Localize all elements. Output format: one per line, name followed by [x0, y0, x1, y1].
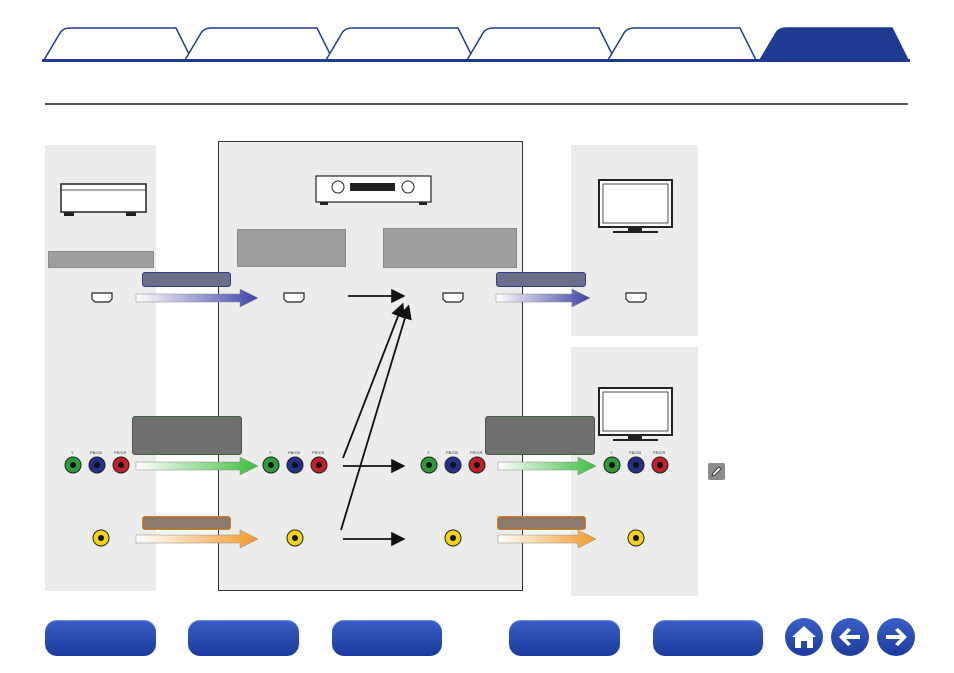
composite-signal-arrow	[135, 529, 259, 549]
jack-label-pr: PR/CR	[653, 450, 666, 455]
tv-hdmi-panel	[571, 145, 698, 336]
composite-jack-icon	[286, 529, 304, 547]
tab-5[interactable]	[606, 27, 758, 61]
source-device-panel	[45, 145, 156, 591]
hdmi-jack-icon	[91, 292, 113, 303]
back-button[interactable]	[831, 618, 869, 656]
component-jack-icon	[262, 456, 328, 474]
hdmi-signal-arrow	[135, 288, 259, 308]
component-cable-label	[132, 416, 242, 455]
tv-icon	[598, 387, 673, 441]
component-jack-icon	[420, 456, 486, 474]
footer-button-4[interactable]	[509, 620, 620, 656]
footer-button-5[interactable]	[653, 620, 763, 656]
home-button[interactable]	[785, 618, 823, 656]
home-icon	[792, 626, 816, 648]
tab-6-active[interactable]	[758, 27, 910, 61]
receiver-input-label	[237, 229, 346, 267]
av-receiver-icon	[315, 175, 432, 205]
tab-4[interactable]	[465, 27, 617, 61]
footer-button-3[interactable]	[332, 620, 442, 656]
hdmi-signal-arrow	[495, 288, 591, 308]
component-jack-icon	[64, 456, 130, 474]
hdmi-jack-icon	[283, 292, 305, 303]
composite-jack-icon	[627, 529, 645, 547]
jack-label-pb: PB/CB	[90, 450, 103, 455]
component-jack-icon	[603, 456, 669, 474]
jack-label-pr: PR/CR	[470, 450, 483, 455]
video-cable-label	[142, 516, 231, 530]
hdmi-jack-icon	[442, 292, 464, 303]
jack-label-y: Y	[71, 450, 74, 455]
tab-1[interactable]	[42, 27, 194, 61]
receiver-panel	[218, 141, 523, 591]
tv-icon	[598, 179, 673, 233]
tab-3[interactable]	[324, 27, 476, 61]
component-signal-arrow	[135, 456, 259, 476]
jack-label-pb: PB/CB	[629, 450, 642, 455]
section-divider	[45, 103, 908, 105]
component-cable-label	[485, 416, 595, 455]
jack-label-y: Y	[269, 450, 272, 455]
hdmi-jack-icon	[625, 292, 647, 303]
tab-underline	[42, 59, 910, 62]
jack-label-pb: PB/CB	[288, 450, 301, 455]
composite-signal-arrow	[497, 529, 597, 549]
composite-jack-icon	[92, 529, 110, 547]
source-device-icon	[60, 183, 147, 216]
composite-jack-icon	[444, 529, 462, 547]
footer-button-1[interactable]	[45, 620, 156, 656]
video-cable-label	[497, 516, 586, 530]
jack-label-pr: PR/CR	[312, 450, 325, 455]
footer-button-2[interactable]	[188, 620, 299, 656]
memo-icon	[708, 463, 725, 480]
jack-label-y: Y	[427, 450, 430, 455]
receiver-output-label	[383, 228, 517, 268]
forward-button[interactable]	[877, 618, 915, 656]
routing-arrows	[340, 288, 412, 547]
hdmi-cable-label	[142, 272, 231, 287]
arrow-left-icon	[839, 628, 860, 646]
jack-label-y: Y	[610, 450, 613, 455]
source-output-label	[48, 251, 154, 268]
tab-2[interactable]	[183, 27, 335, 61]
jack-label-pr: PR/CR	[114, 450, 127, 455]
arrow-right-icon	[886, 628, 907, 646]
hdmi-cable-label	[496, 272, 586, 287]
tab-bar	[42, 27, 910, 61]
component-signal-arrow	[497, 456, 597, 476]
jack-label-pb: PB/CB	[446, 450, 459, 455]
